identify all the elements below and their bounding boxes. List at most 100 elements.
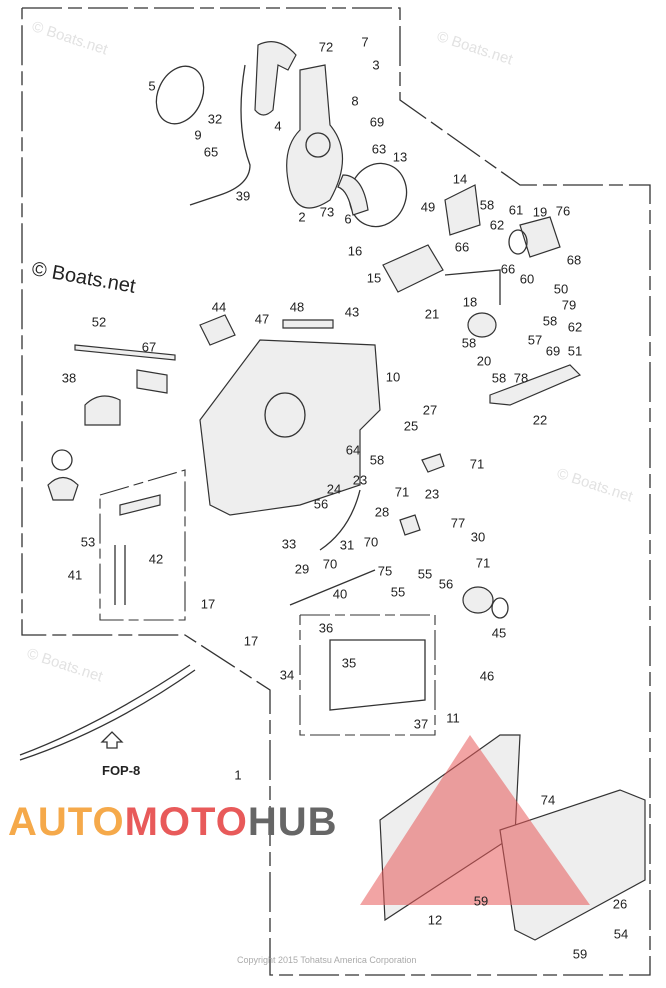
callout-70[interactable]: 70 <box>364 534 378 549</box>
callout-47[interactable]: 47 <box>255 311 269 326</box>
callout-34[interactable]: 34 <box>280 667 294 682</box>
callout-55[interactable]: 55 <box>418 566 432 581</box>
callout-66[interactable]: 66 <box>501 261 515 276</box>
callout-17[interactable]: 17 <box>201 596 215 611</box>
callout-18[interactable]: 18 <box>463 294 477 309</box>
callout-6[interactable]: 6 <box>344 211 351 226</box>
callout-28[interactable]: 28 <box>375 504 389 519</box>
callout-5[interactable]: 5 <box>148 78 155 93</box>
callout-14[interactable]: 14 <box>453 171 467 186</box>
callout-68[interactable]: 68 <box>567 252 581 267</box>
callout-79[interactable]: 79 <box>562 297 576 312</box>
callout-4[interactable]: 4 <box>274 118 281 133</box>
callout-51[interactable]: 51 <box>568 343 582 358</box>
callout-16[interactable]: 16 <box>348 243 362 258</box>
callout-26[interactable]: 26 <box>613 896 627 911</box>
callout-56[interactable]: 56 <box>439 576 453 591</box>
callout-58[interactable]: 58 <box>370 452 384 467</box>
callout-1[interactable]: 1 <box>234 767 241 782</box>
callout-57[interactable]: 57 <box>528 332 542 347</box>
callout-21[interactable]: 21 <box>425 306 439 321</box>
callout-63[interactable]: 63 <box>372 141 386 156</box>
callout-71[interactable]: 71 <box>395 484 409 499</box>
callout-75[interactable]: 75 <box>378 563 392 578</box>
callout-60[interactable]: 60 <box>520 271 534 286</box>
callout-53[interactable]: 53 <box>81 534 95 549</box>
callout-66[interactable]: 66 <box>455 239 469 254</box>
callout-32[interactable]: 32 <box>208 111 222 126</box>
callout-71[interactable]: 71 <box>476 555 490 570</box>
callout-72[interactable]: 72 <box>319 39 333 54</box>
callout-67[interactable]: 67 <box>142 339 156 354</box>
callout-12[interactable]: 12 <box>428 912 442 927</box>
callout-42[interactable]: 42 <box>149 551 163 566</box>
callout-61[interactable]: 61 <box>509 202 523 217</box>
callout-30[interactable]: 30 <box>471 529 485 544</box>
callout-77[interactable]: 77 <box>451 515 465 530</box>
callout-64[interactable]: 64 <box>346 442 360 457</box>
callout-48[interactable]: 48 <box>290 299 304 314</box>
callout-58[interactable]: 58 <box>543 313 557 328</box>
callout-15[interactable]: 15 <box>367 270 381 285</box>
callout-62[interactable]: 62 <box>490 217 504 232</box>
callout-58[interactable]: 58 <box>480 197 494 212</box>
callout-19[interactable]: 19 <box>533 204 547 219</box>
callout-41[interactable]: 41 <box>68 567 82 582</box>
callout-31[interactable]: 31 <box>340 537 354 552</box>
callout-35[interactable]: 35 <box>342 655 356 670</box>
callout-62[interactable]: 62 <box>568 319 582 334</box>
callout-58[interactable]: 58 <box>492 370 506 385</box>
callout-65[interactable]: 65 <box>204 144 218 159</box>
callout-20[interactable]: 20 <box>477 353 491 368</box>
callout-78[interactable]: 78 <box>514 370 528 385</box>
callout-3[interactable]: 3 <box>372 57 379 72</box>
callout-13[interactable]: 13 <box>393 149 407 164</box>
arrow-down-icon <box>100 731 124 749</box>
callout-29[interactable]: 29 <box>295 561 309 576</box>
callout-58[interactable]: 58 <box>462 335 476 350</box>
callout-45[interactable]: 45 <box>492 625 506 640</box>
sub-assembly-boundary <box>99 469 186 621</box>
callout-38[interactable]: 38 <box>62 370 76 385</box>
callout-24[interactable]: 24 <box>327 481 341 496</box>
callout-50[interactable]: 50 <box>554 281 568 296</box>
callout-69[interactable]: 69 <box>546 343 560 358</box>
callout-54[interactable]: 54 <box>614 926 628 941</box>
callout-2[interactable]: 2 <box>298 209 305 224</box>
callout-10[interactable]: 10 <box>386 369 400 384</box>
callout-39[interactable]: 39 <box>236 188 250 203</box>
callout-69[interactable]: 69 <box>370 114 384 129</box>
reference-label[interactable]: FOP-8 <box>102 763 141 778</box>
callout-40[interactable]: 40 <box>333 586 347 601</box>
callout-25[interactable]: 25 <box>404 418 418 433</box>
callout-23[interactable]: 23 <box>353 472 367 487</box>
callout-74[interactable]: 74 <box>541 792 555 807</box>
callout-73[interactable]: 73 <box>320 204 334 219</box>
callout-44[interactable]: 44 <box>212 299 226 314</box>
callout-7[interactable]: 7 <box>361 34 368 49</box>
callout-22[interactable]: 22 <box>533 412 547 427</box>
callout-71[interactable]: 71 <box>470 456 484 471</box>
callout-8[interactable]: 8 <box>351 93 358 108</box>
callout-33[interactable]: 33 <box>282 536 296 551</box>
callout-11[interactable]: 11 <box>446 710 460 725</box>
callout-49[interactable]: 49 <box>421 199 435 214</box>
callout-56[interactable]: 56 <box>314 496 328 511</box>
callout-9[interactable]: 9 <box>194 127 201 142</box>
part-shapes <box>19 41 646 941</box>
callout-23[interactable]: 23 <box>425 486 439 501</box>
callout-55[interactable]: 55 <box>391 584 405 599</box>
callout-36[interactable]: 36 <box>319 620 333 635</box>
callout-27[interactable]: 27 <box>423 402 437 417</box>
callout-59[interactable]: 59 <box>474 893 488 908</box>
callout-37[interactable]: 37 <box>414 716 428 731</box>
callout-59[interactable]: 59 <box>573 946 587 961</box>
callout-76[interactable]: 76 <box>556 203 570 218</box>
callout-70[interactable]: 70 <box>323 556 337 571</box>
callout-46[interactable]: 46 <box>480 668 494 683</box>
callout-43[interactable]: 43 <box>345 304 359 319</box>
callout-52[interactable]: 52 <box>92 314 106 329</box>
callout-17[interactable]: 17 <box>244 633 258 648</box>
